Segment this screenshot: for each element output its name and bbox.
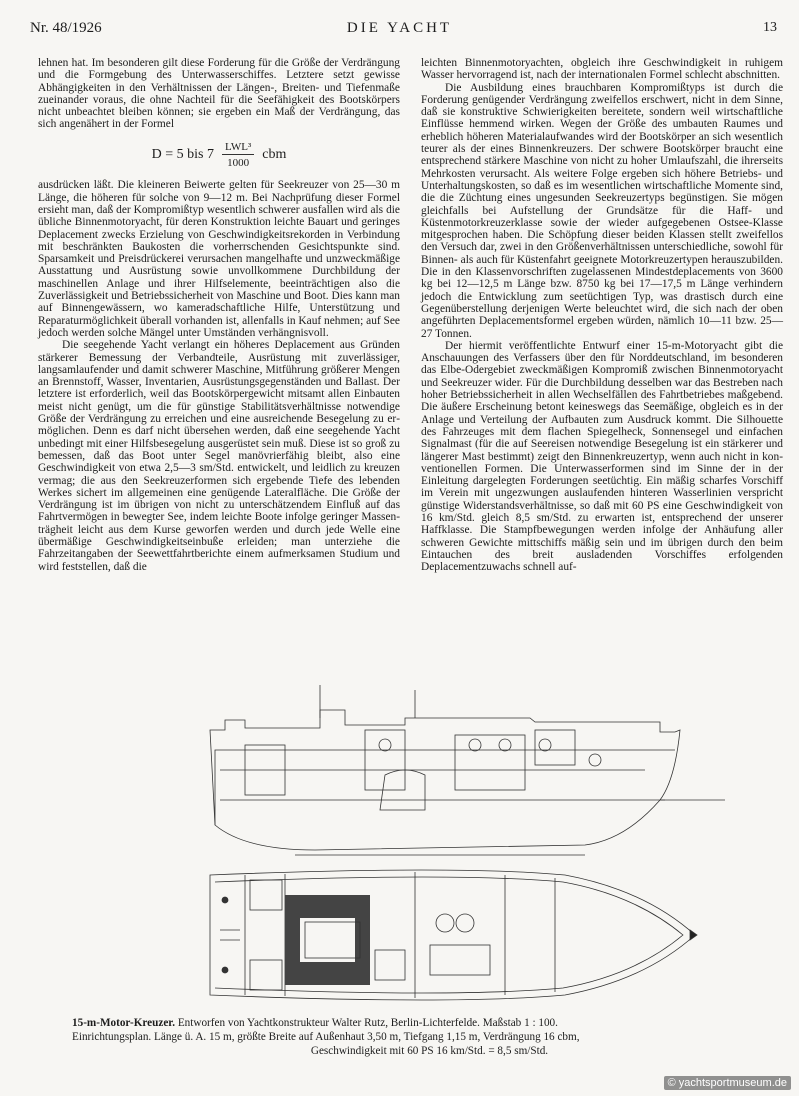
figure-caption-designer: Entworfen von Yachtkonstrukteur Walter R… [177,1017,558,1029]
page-number: 13 [763,20,777,35]
figure-caption-line-3: Geschwindigkeit mit 60 PS 16 km/Std. = 8… [310,1045,549,1057]
right-column: leichten Binnenmotoryachten, obgleich ih… [421,57,783,573]
yacht-plan-drawing [209,685,725,1001]
watermark: © yachtsportmuseum.de [663,1076,791,1090]
magazine-title: DIE YACHT [346,20,453,36]
figure-caption-line-1: 15-m-Motor-Kreuzer. Entworfen von Yachtk… [72,1016,787,1031]
plan-view [209,869,698,1001]
formula-denominator: 1000 [227,157,250,170]
formula-lhs: D = 5 bis 7 [151,146,214,162]
formula-unit: cbm [262,146,287,162]
formula-numerator: LWL³ [221,141,255,156]
formula-fraction: LWL³ 1000 [221,141,255,170]
paragraph: Der hiermit veröffentlichte Entwurf eine… [421,339,783,574]
paragraph: Die seegehende Yacht verlangt ein höhere… [38,339,400,573]
figure-caption-title: 15-m-Motor-Kreuzer. [72,1017,176,1029]
left-column: lehnen hat. Im besonderen gilt diese For… [38,57,400,573]
paragraph: ausdrücken läßt. Die kleineren Beiwerte … [38,179,400,339]
paragraph: leichten Binnenmotoryachten, obgleich ih… [421,57,783,82]
paragraph: Die Ausbildung eines brauchbaren Komprom… [421,81,783,340]
paragraph: lehnen hat. Im besonderen gilt diese For… [38,57,400,131]
figure-caption-line-2: Einrichtungsplan. Länge ü. A. 15 m, größ… [72,1031,580,1043]
issue-number: Nr. 48/1926 [30,20,102,36]
displacement-formula: D = 5 bis 7 LWL³ 1000 cbm [38,141,400,170]
profile-view [209,685,725,856]
